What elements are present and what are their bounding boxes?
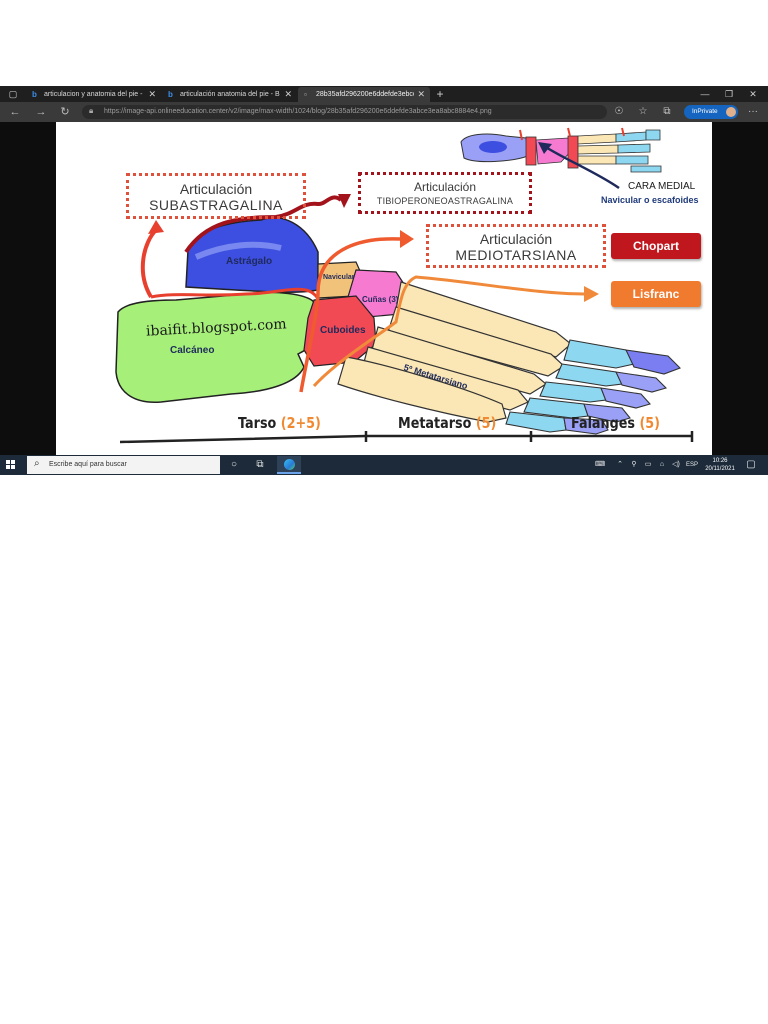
midtarsal-label-line1: Articulación (429, 231, 603, 247)
cortana-icon[interactable]: ○ (222, 456, 246, 474)
tab-actions-icon[interactable]: ▢ (3, 86, 23, 102)
minimize-icon[interactable]: — (695, 86, 715, 102)
inset-subtitle: Navicular o escafoides (601, 195, 699, 205)
section-label: Metatarso (398, 414, 471, 432)
section-label: Tarso (238, 414, 276, 432)
inset-title: CARA MEDIAL (628, 181, 695, 192)
notifications-icon[interactable]: ▢ (743, 455, 759, 475)
inprivate-label: InPrivate (692, 108, 718, 115)
windows-start-icon[interactable] (6, 460, 16, 470)
bottom-bracket (120, 431, 692, 442)
restore-icon[interactable]: ❐ (719, 86, 739, 102)
new-tab-button[interactable]: + (430, 86, 450, 102)
battery-icon[interactable]: ▭ (642, 455, 654, 475)
ankle-label-line1: Articulación (361, 180, 529, 194)
talus-label: Astrágalo (226, 256, 272, 267)
volume-icon[interactable]: ◁) (669, 455, 683, 475)
midtarsal-label-line2: MEDIOTARSIANA (429, 247, 603, 263)
tab-3[interactable]: ▫ 28b35afd296200e6ddefde3ebcc ✕ (298, 87, 430, 102)
language-indicator[interactable]: ESP (684, 455, 700, 475)
close-icon[interactable]: ✕ (148, 87, 156, 102)
page-icon: ▫ (304, 90, 307, 99)
tab-title: articulación anatomia del pie - B (180, 87, 281, 102)
section-count: (5) (639, 414, 660, 432)
close-icon[interactable]: ✕ (417, 87, 425, 102)
location-icon[interactable]: ⚲ (628, 455, 640, 475)
ankle-label-line2: TIBIOPERONEOASTRAGALINA (361, 194, 529, 208)
chevron-up-icon[interactable]: ⌃ (614, 455, 626, 475)
address-bar[interactable]: 🔒︎ https://image-api.onlineeducation.cen… (82, 105, 607, 119)
tab-bar: ▢ b articulacion y anatomia del pie - ✕ … (0, 86, 768, 102)
cuboid-label: Cuboides (320, 325, 366, 336)
close-window-icon[interactable]: ✕ (743, 86, 763, 102)
search-placeholder: Escribe aquí para buscar (49, 456, 127, 474)
calcaneus-label: Calcáneo (170, 345, 214, 356)
calcaneus-bone (116, 292, 318, 402)
back-icon[interactable]: ← (6, 104, 24, 120)
search-icon: ⌕ (34, 458, 40, 469)
inprivate-badge[interactable]: InPrivate (684, 105, 738, 119)
lisfranc-label: Lisfranc (611, 281, 701, 307)
bing-icon: b (32, 90, 37, 99)
section-tarsus: Tarso (2+5) (238, 414, 321, 432)
midtarsal-label-box: Articulación MEDIOTARSIANA (426, 224, 606, 268)
clock-date: 20/11/2021 (700, 465, 740, 473)
clock-time: 10:26 (700, 457, 740, 465)
forward-icon[interactable]: → (32, 104, 50, 120)
keyboard-icon[interactable]: ⌨ (592, 455, 608, 475)
url-text: https://image-api.onlineeducation.center… (104, 105, 604, 119)
tab-2[interactable]: b articulación anatomia del pie - B ✕ (162, 87, 297, 102)
taskbar: ⌕ Escribe aquí para buscar ○ ⧉ ⌨ ⌃ ⚲ ▭ ⌂… (0, 455, 768, 475)
refresh-icon[interactable]: ↻ (56, 104, 74, 120)
tab-title: 28b35afd296200e6ddefde3ebcc (316, 87, 414, 102)
section-metatarsus: Metatarso (5) (398, 414, 496, 432)
address-row: ← → ↻ 🔒︎ https://image-api.onlineeducati… (0, 102, 768, 122)
subtalar-label-line2: SUBASTRAGALINA (129, 197, 303, 213)
tab-1[interactable]: b articulacion y anatomia del pie - ✕ (26, 87, 161, 102)
tab-title: articulacion y anatomia del pie - (44, 87, 145, 102)
subtalar-arrow (143, 230, 156, 297)
more-icon[interactable]: ··· (744, 104, 762, 120)
close-icon[interactable]: ✕ (284, 87, 292, 102)
favorite-icon[interactable]: ☆ (634, 104, 652, 120)
clock[interactable]: 10:26 20/11/2021 (700, 457, 740, 473)
avatar (726, 107, 736, 117)
subtalar-label-line1: Articulación (129, 181, 303, 197)
subtalar-label-box: Articulación SUBASTRAGALINA (126, 173, 306, 219)
ankle-label-box: Articulación TIBIOPERONEOASTRAGALINA (358, 172, 532, 214)
cuneiform-label: Cuñas (3) (362, 295, 398, 304)
section-count: (2+5) (281, 414, 321, 432)
bing-icon: b (168, 90, 173, 99)
lock-icon: 🔒︎ (89, 106, 93, 116)
section-phalanges: Falanges (5) (571, 414, 660, 432)
anatomy-image: Articulación SUBASTRAGALINA Articulación… (56, 122, 712, 455)
read-aloud-icon[interactable]: ☉ (610, 104, 628, 120)
page-content: Articulación SUBASTRAGALINA Articulación… (0, 122, 768, 455)
chopart-label: Chopart (611, 233, 701, 259)
taskbar-search[interactable]: ⌕ Escribe aquí para buscar (27, 456, 220, 474)
collections-icon[interactable]: ⧉ (658, 104, 676, 120)
task-view-icon[interactable]: ⧉ (248, 456, 272, 474)
section-label: Falanges (571, 414, 635, 432)
navicular-label: Navicular (323, 274, 355, 281)
section-count: (5) (476, 414, 497, 432)
edge-icon[interactable] (277, 456, 301, 474)
network-icon[interactable]: ⌂ (656, 455, 668, 475)
screen: ▢ b articulacion y anatomia del pie - ✕ … (0, 86, 768, 475)
